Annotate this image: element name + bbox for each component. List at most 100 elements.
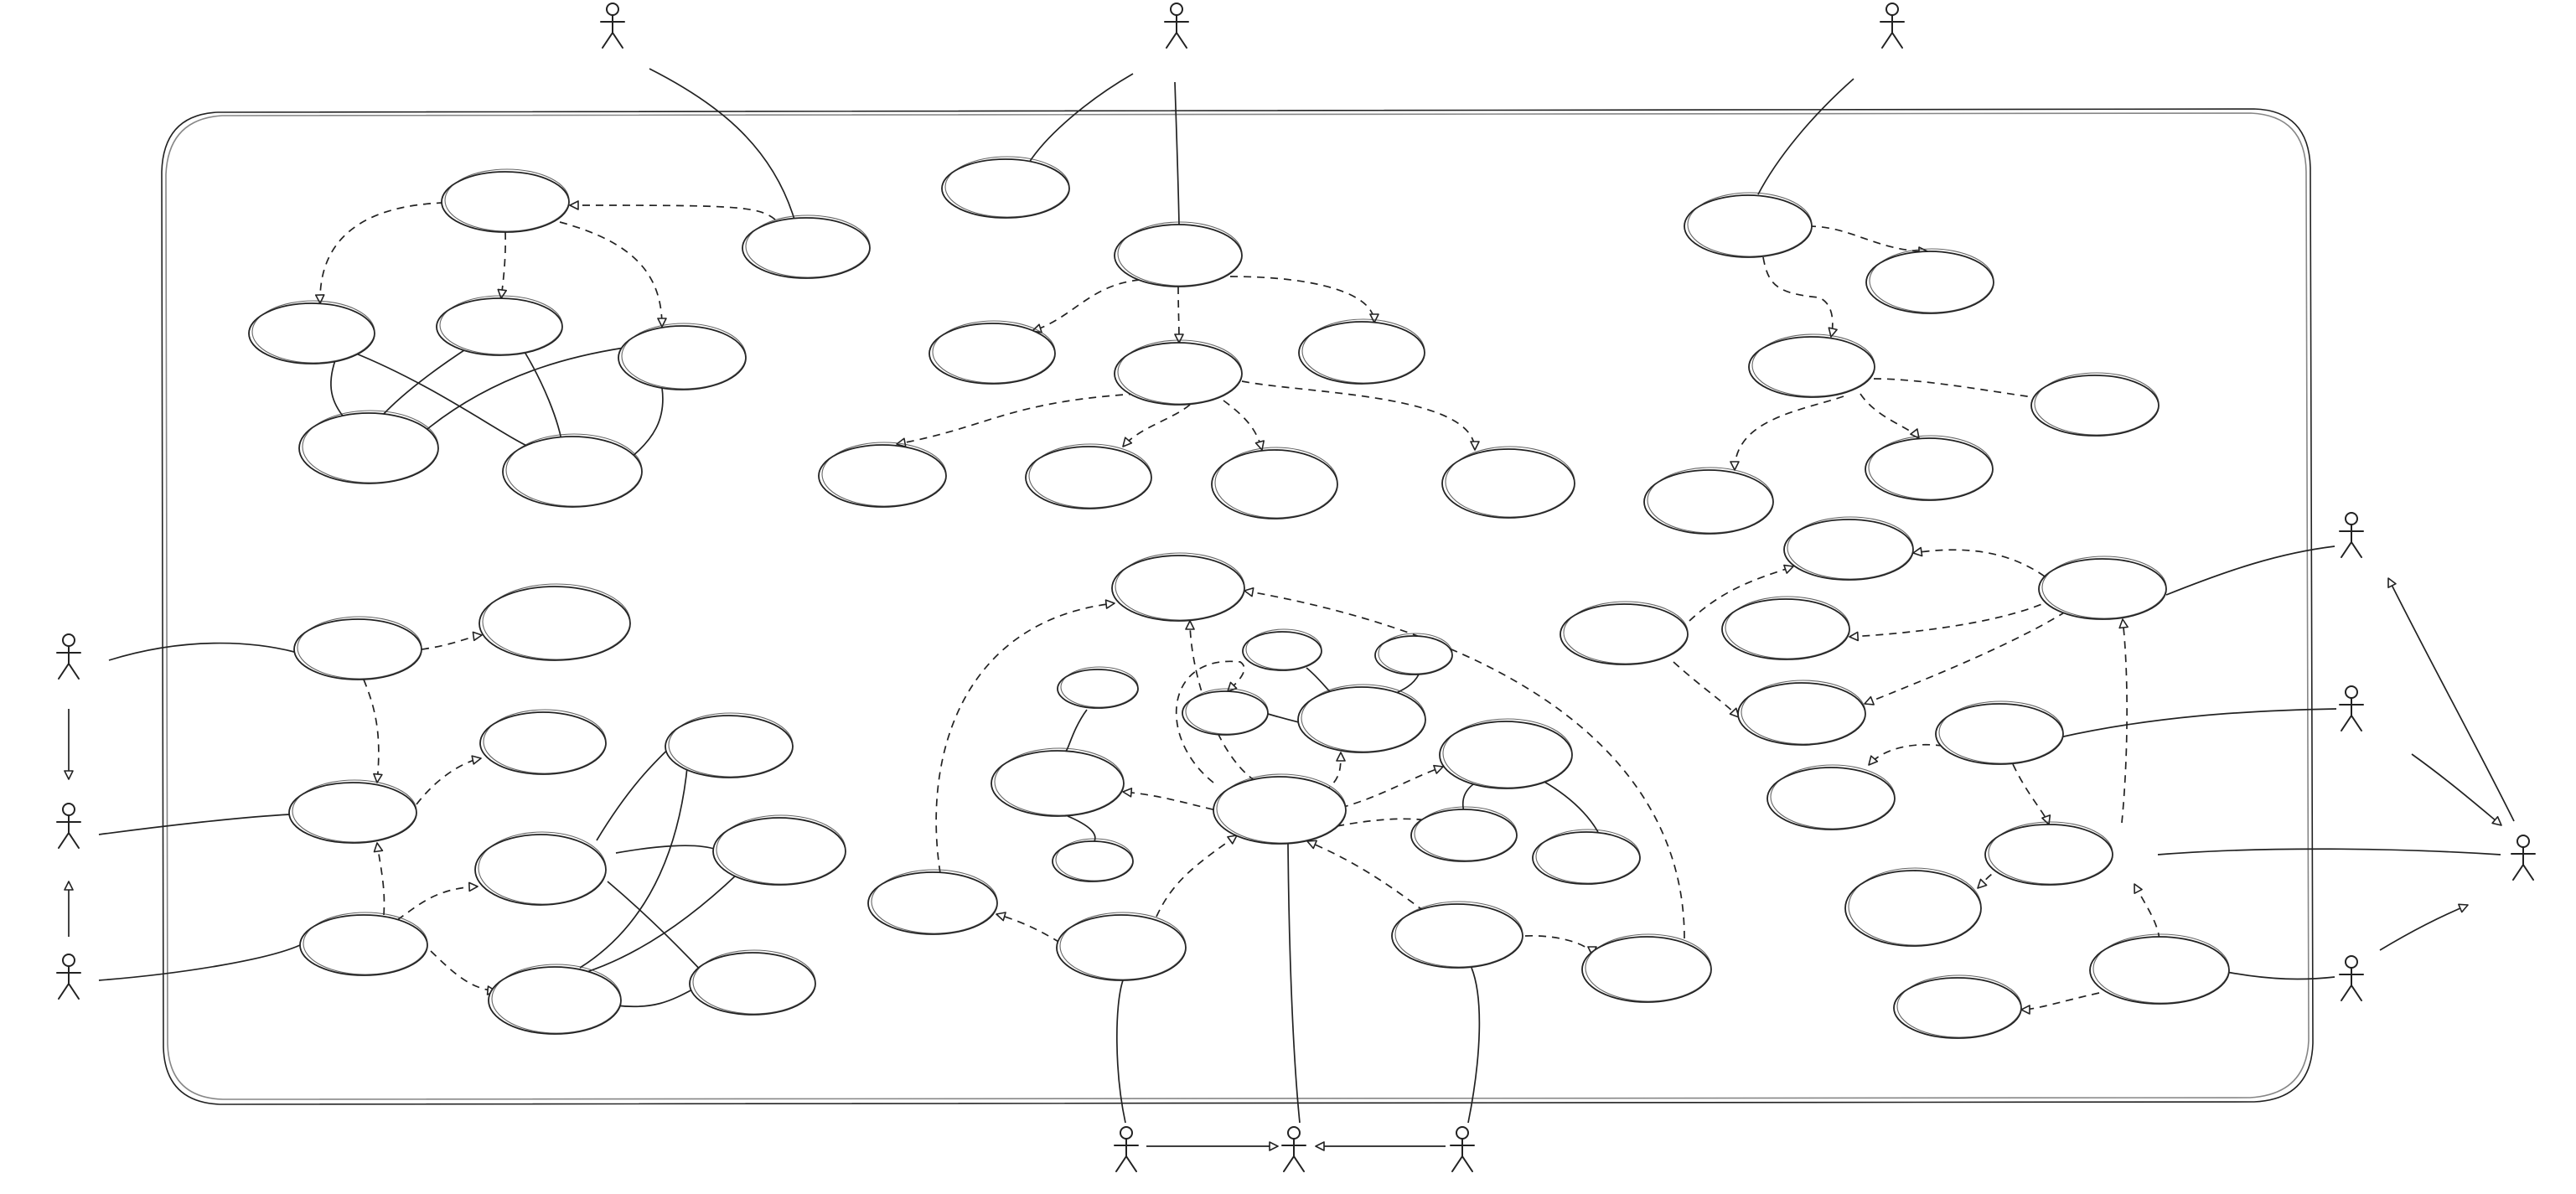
use-case-tc-r[interactable] bbox=[1298, 318, 1425, 385]
use-case-oval-sketch bbox=[2034, 372, 2160, 436]
dependency-arrow bbox=[1174, 286, 1184, 344]
use-case-tr-root[interactable] bbox=[1684, 192, 1813, 258]
use-case-mc-top[interactable] bbox=[1111, 552, 1245, 622]
use-case-oval-sketch bbox=[1055, 838, 1134, 881]
use-case-mr-6[interactable] bbox=[1766, 764, 1896, 830]
dependency-arrow bbox=[1229, 276, 1379, 323]
use-case-ml-c4[interactable] bbox=[488, 964, 622, 1035]
use-case-tl-br[interactable] bbox=[502, 433, 643, 508]
use-case-mc-s1[interactable] bbox=[1242, 628, 1322, 671]
use-case-mc-bl[interactable] bbox=[867, 869, 998, 935]
association-line bbox=[579, 747, 690, 969]
dependency-arrow bbox=[497, 231, 508, 299]
use-case-tc-mid[interactable] bbox=[1114, 339, 1243, 406]
use-case-tl-side[interactable] bbox=[742, 215, 871, 279]
actor-a-left-2[interactable] bbox=[56, 803, 81, 849]
use-case-tr-mid[interactable] bbox=[1748, 333, 1875, 398]
dependency-arrow bbox=[896, 393, 1137, 447]
use-case-mc-center[interactable] bbox=[1213, 773, 1347, 845]
use-case-tc-root[interactable] bbox=[1114, 221, 1243, 287]
use-case-tc-b4[interactable] bbox=[1441, 446, 1575, 519]
actor-head bbox=[1885, 3, 1899, 16]
use-case-mc-e[interactable] bbox=[1052, 838, 1134, 882]
use-case-ml-2[interactable] bbox=[288, 779, 417, 844]
use-case-mr-10[interactable] bbox=[1893, 974, 2022, 1039]
use-case-oval-sketch bbox=[302, 410, 439, 483]
use-case-mr-5[interactable] bbox=[1935, 700, 2064, 765]
actor-a-top-left[interactable] bbox=[600, 3, 625, 49]
use-case-oval-sketch bbox=[1770, 764, 1896, 830]
use-case-oval bbox=[1374, 635, 1453, 675]
actor-a-right-1[interactable] bbox=[2339, 512, 2364, 558]
use-case-mr-hub[interactable] bbox=[2038, 556, 2167, 620]
use-case-tc-b3[interactable] bbox=[1211, 447, 1338, 519]
use-case-tr-r[interactable] bbox=[1865, 248, 1994, 314]
use-case-mc-a[interactable] bbox=[1057, 666, 1139, 709]
use-case-oval-sketch bbox=[1563, 601, 1689, 664]
actor-head bbox=[2517, 835, 2530, 848]
use-case-ml-3[interactable] bbox=[299, 912, 428, 976]
actor-a-left-3[interactable] bbox=[56, 954, 81, 1000]
use-case-tr-bl[interactable] bbox=[1643, 467, 1774, 535]
use-case-mr-3[interactable] bbox=[1721, 596, 1850, 660]
dependency-arrow bbox=[416, 755, 482, 805]
use-case-mr-7[interactable] bbox=[1984, 821, 2113, 886]
actor-a-left-1[interactable] bbox=[56, 633, 81, 680]
actor-a-top-right[interactable] bbox=[1880, 3, 1905, 49]
use-case-mc-r1[interactable] bbox=[1410, 806, 1518, 862]
use-case-tc-b2[interactable] bbox=[1025, 443, 1152, 509]
use-case-mc-s2[interactable] bbox=[1374, 633, 1453, 675]
use-case-tc-b1[interactable] bbox=[818, 442, 947, 508]
use-case-oval-sketch bbox=[871, 869, 998, 934]
use-case-tl-r[interactable] bbox=[618, 323, 747, 390]
use-case-mc-r2[interactable] bbox=[1532, 829, 1641, 885]
use-case-ml-1[interactable] bbox=[293, 616, 422, 680]
actor-a-right-3[interactable] bbox=[2511, 835, 2536, 881]
use-case-oval-sketch bbox=[444, 168, 570, 232]
use-case-mc-b1[interactable] bbox=[1056, 912, 1187, 981]
association-line bbox=[1067, 815, 1096, 842]
use-case-mc-far[interactable] bbox=[1581, 933, 1712, 1003]
use-case-ml-c1[interactable] bbox=[665, 712, 794, 778]
use-case-oval-sketch bbox=[1060, 666, 1139, 708]
dependency-arrow bbox=[1122, 404, 1191, 447]
use-case-oval-sketch bbox=[1751, 333, 1875, 397]
actor-a-right-2[interactable] bbox=[2339, 685, 2364, 731]
use-case-mc-b2[interactable] bbox=[1391, 901, 1523, 969]
use-case-ml-2r[interactable] bbox=[479, 709, 607, 775]
use-case-mc-d[interactable] bbox=[991, 747, 1125, 817]
use-case-tl-m[interactable] bbox=[436, 295, 563, 356]
use-case-tc-l[interactable] bbox=[928, 320, 1056, 385]
dependency-arrow bbox=[2118, 618, 2129, 824]
use-case-oval-sketch bbox=[1848, 867, 1982, 946]
actor-a-right-4[interactable] bbox=[2339, 955, 2364, 1001]
use-case-mr-9[interactable] bbox=[2089, 933, 2230, 1005]
use-case-mr-2[interactable] bbox=[1560, 601, 1689, 665]
use-case-tr-r2[interactable] bbox=[2030, 372, 2160, 437]
use-case-mr-8[interactable] bbox=[1844, 867, 1982, 947]
use-case-tl-bl[interactable] bbox=[298, 410, 439, 484]
use-case-tr-br[interactable] bbox=[1865, 435, 1994, 501]
use-case-tl-top[interactable] bbox=[441, 168, 570, 233]
use-case-oval-sketch bbox=[1869, 248, 1994, 313]
actor-a-bot-1[interactable] bbox=[1114, 1126, 1139, 1172]
use-case-oval-sketch bbox=[1301, 684, 1426, 752]
use-case-mc-c[interactable] bbox=[1297, 684, 1426, 753]
use-case-tl-l[interactable] bbox=[248, 300, 375, 364]
use-case-oval-sketch bbox=[2041, 556, 2167, 619]
use-case-tc-small[interactable] bbox=[941, 156, 1070, 219]
use-case-mc-b[interactable] bbox=[1182, 688, 1269, 736]
dependency-arrow bbox=[2012, 763, 2051, 825]
actor-a-bot-3[interactable] bbox=[1450, 1126, 1475, 1172]
use-case-mr-4[interactable] bbox=[1737, 680, 1866, 746]
association-line bbox=[1116, 979, 1126, 1124]
use-case-ml-c2[interactable] bbox=[474, 831, 607, 906]
actor-a-bot-2[interactable] bbox=[1281, 1126, 1306, 1172]
use-case-ml-c3[interactable] bbox=[712, 814, 846, 886]
use-case-ml-c5[interactable] bbox=[689, 949, 816, 1016]
use-case-mr-1[interactable] bbox=[1783, 516, 1914, 581]
dependency-arrow bbox=[1241, 380, 1480, 451]
use-case-mc-r[interactable] bbox=[1439, 718, 1573, 789]
actor-a-top-mid[interactable] bbox=[1164, 3, 1189, 49]
use-case-ml-1r[interactable] bbox=[478, 583, 631, 661]
